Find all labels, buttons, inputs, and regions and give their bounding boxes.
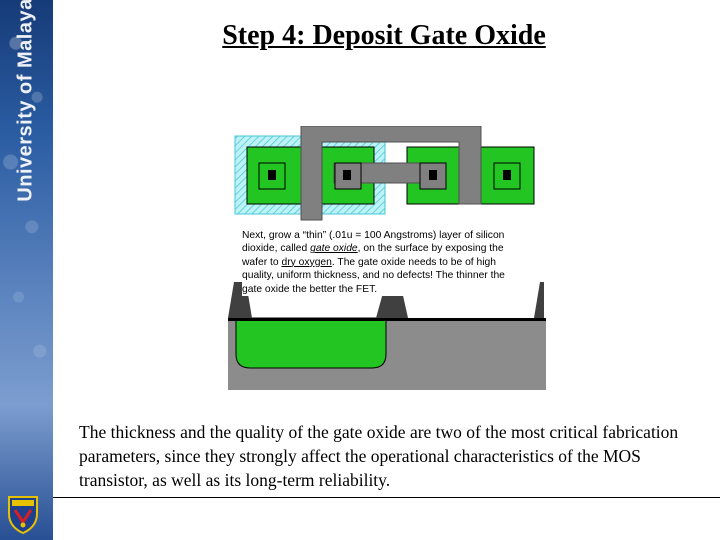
body-paragraph: The thickness and the quality of the gat… — [79, 422, 679, 490]
caption-text-3: . The gate oxide needs to be of high qua… — [242, 256, 505, 295]
poly-gate — [300, 126, 482, 221]
gate-oxide-layer — [228, 318, 546, 321]
contact-3-via — [429, 170, 437, 180]
layout-top-view — [234, 126, 535, 221]
sidebar-photo-texture — [0, 0, 53, 540]
gate-oxide-diagram — [228, 126, 546, 390]
bottom-divider — [53, 497, 720, 498]
contact-1 — [258, 162, 286, 190]
slide-title: Step 4: Deposit Gate Oxide — [222, 20, 546, 51]
university-crest-icon — [8, 496, 38, 534]
sidebar-banner: University of Malaya — [0, 0, 53, 540]
field-oxide-3 — [534, 282, 544, 318]
diagram-caption: Next, grow a “thin” (.01u = 100 Angstrom… — [242, 229, 527, 297]
contact-1-via — [268, 170, 276, 180]
caption-text-1: Next, grow a “thin” (.01u = 100 Angstrom… — [242, 230, 505, 255]
n-well-green — [235, 317, 387, 369]
contact-2-via — [343, 170, 351, 180]
caption-term-gate-oxide: gate oxide — [310, 243, 358, 255]
cross-section-view — [228, 282, 546, 390]
caption-text-2: , on the surface by exposing the wafer t… — [242, 243, 504, 268]
caption-term-dry-oxygen: dry oxygen — [281, 256, 332, 268]
contact-4-via — [503, 170, 511, 180]
university-name: University of Malaya — [14, 0, 37, 202]
